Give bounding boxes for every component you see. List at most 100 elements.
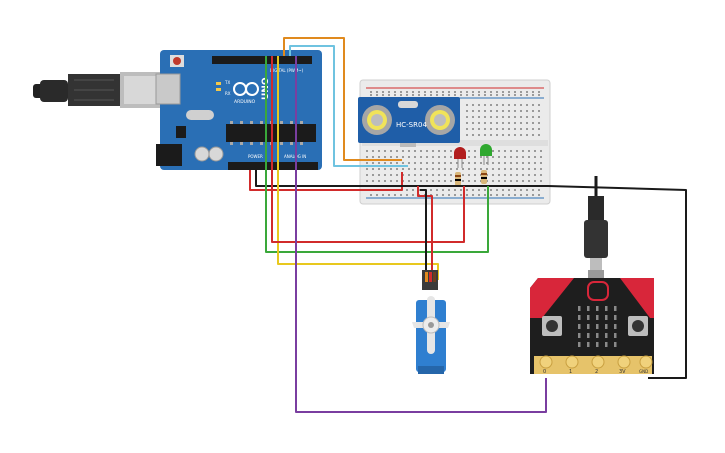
microbit-led [587, 324, 590, 329]
breadboard-hole [466, 104, 468, 106]
breadboard-hole [534, 156, 536, 158]
breadboard-hole [390, 168, 392, 170]
breadboard-hole [426, 162, 428, 164]
breadboard-hole [510, 168, 512, 170]
breadboard-hole [414, 150, 416, 152]
breadboard-hole [436, 91, 438, 93]
arduino-brand: ARDUINO [234, 99, 256, 105]
breadboard-hole [394, 94, 396, 96]
breadboard-hole [438, 150, 440, 152]
breadboard-hole [396, 150, 398, 152]
button-b[interactable] [628, 316, 648, 336]
breadboard-hole [442, 91, 444, 93]
breadboard-hole [510, 150, 512, 152]
ultrasonic-sensor[interactable]: HC-SR04 [358, 97, 460, 147]
breadboard-hole [522, 162, 524, 164]
breadboard-hole [532, 122, 534, 124]
breadboard-hole [492, 168, 494, 170]
breadboard-hole [496, 110, 498, 112]
breadboard-hole [532, 116, 534, 118]
breadboard-hole [430, 91, 432, 93]
breadboard-hole [462, 162, 464, 164]
breadboard-hole [520, 122, 522, 124]
breadboard-hole [388, 194, 390, 196]
breadboard-hole [456, 162, 458, 164]
breadboard-hole [538, 128, 540, 130]
breadboard-hole [526, 116, 528, 118]
breadboard-hole [478, 134, 480, 136]
breadboard-hole [460, 194, 462, 196]
arduino-uno-board[interactable]: TX RX ARDUINO UNO DIGITAL (PWM~) POWER A… [155, 50, 322, 170]
breadboard-hole [400, 94, 402, 96]
breadboard-hole [516, 180, 518, 182]
breadboard-hole [390, 180, 392, 182]
breadboard-hole [394, 91, 396, 93]
breadboard-hole [384, 162, 386, 164]
microbit-led [596, 324, 599, 329]
breadboard-hole [372, 174, 374, 176]
breadboard-hole [484, 128, 486, 130]
breadboard-hole [426, 180, 428, 182]
breadboard-hole [454, 189, 456, 191]
breadboard-hole [502, 194, 504, 196]
servo-motor[interactable] [412, 270, 450, 374]
breadboard-hole [472, 189, 474, 191]
microbit-led [587, 306, 590, 311]
breadboard-hole [408, 150, 410, 152]
breadboard-hole [526, 189, 528, 191]
breadboard-hole [466, 91, 468, 93]
breadboard-hole [502, 104, 504, 106]
breadboard-hole [382, 91, 384, 93]
wire-black-ground [255, 170, 687, 379]
breadboard-hole [432, 180, 434, 182]
green-led [480, 144, 492, 165]
breadboard-hole [504, 168, 506, 170]
breadboard-hole [516, 162, 518, 164]
breadboard-hole [406, 194, 408, 196]
button-a[interactable] [542, 316, 562, 336]
breadboard-hole [414, 156, 416, 158]
breadboard-hole [450, 150, 452, 152]
breadboard-hole [378, 174, 380, 176]
breadboard-hole [490, 91, 492, 93]
breadboard-hole [370, 94, 372, 96]
breadboard-hole [526, 91, 528, 93]
breadboard-hole [478, 104, 480, 106]
microbit-led [596, 315, 599, 320]
breadboard-hole [424, 94, 426, 96]
microbit-board[interactable]: 0 1 2 3V GND [530, 278, 654, 375]
breadboard-hole [496, 91, 498, 93]
breadboard-hole [448, 194, 450, 196]
breadboard-hole [514, 116, 516, 118]
breadboard-hole [520, 94, 522, 96]
breadboard-hole [436, 189, 438, 191]
breadboard-hole [534, 168, 536, 170]
breadboard-hole [450, 162, 452, 164]
breadboard-hole [522, 156, 524, 158]
wire-red-power [249, 170, 403, 191]
breadboard-hole [538, 134, 540, 136]
breadboard-hole [400, 194, 402, 196]
breadboard-hole [478, 189, 480, 191]
breadboard-hole [532, 91, 534, 93]
breadboard-hole [388, 91, 390, 93]
breadboard-hole [402, 168, 404, 170]
breadboard-hole [502, 116, 504, 118]
breadboard-hole [496, 194, 498, 196]
breadboard-hole [522, 180, 524, 182]
breadboard-hole [490, 110, 492, 112]
microbit-led [587, 315, 590, 320]
breadboard-hole [532, 194, 534, 196]
breadboard-hole [414, 162, 416, 164]
microbit-led [578, 342, 581, 347]
breadboard-hole [478, 194, 480, 196]
breadboard-hole [520, 134, 522, 136]
breadboard-hole [484, 104, 486, 106]
breadboard-hole [490, 134, 492, 136]
breadboard-hole [438, 156, 440, 158]
breadboard-hole [376, 91, 378, 93]
breadboard-hole [384, 174, 386, 176]
breadboard-hole [468, 150, 470, 152]
breadboard-hole [378, 180, 380, 182]
